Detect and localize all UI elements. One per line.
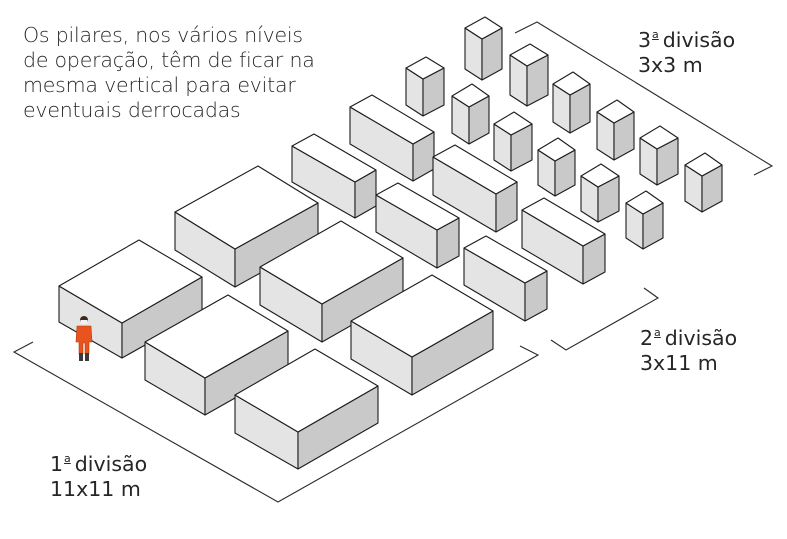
division-size: 11x11 m — [50, 477, 141, 501]
division-number: 1 — [50, 452, 64, 476]
pillar-small — [625, 190, 664, 250]
division-word: divisão — [664, 326, 738, 350]
pillar-small — [493, 111, 533, 172]
pillar-small — [405, 56, 445, 117]
division-size: 3x3 m — [638, 53, 703, 77]
pillar-small — [537, 137, 576, 197]
pillar-medium — [291, 133, 377, 219]
division-word: divisão — [74, 452, 148, 476]
pillar-large — [174, 165, 319, 288]
pillar-small — [596, 99, 635, 161]
pillar-small — [552, 71, 591, 134]
division-word: divisão — [662, 28, 736, 52]
pillar-medium — [375, 182, 460, 269]
division-number: 3 — [638, 28, 652, 52]
worker-figure-icon — [75, 316, 93, 361]
pillar-large — [58, 239, 203, 359]
pillar-small — [509, 43, 549, 107]
pillar-medium — [349, 94, 435, 182]
pillar-medium — [521, 197, 606, 285]
pillar-large — [259, 220, 404, 343]
pillar-large — [234, 348, 379, 470]
caption-text: Os pilares, nos vários níveis de operaçã… — [23, 23, 315, 123]
division-size: 3x11 m — [640, 351, 718, 375]
division-1-pillars — [58, 165, 494, 470]
pillar-large — [350, 274, 494, 396]
bracket-division-2 — [550, 287, 660, 351]
division-3-pillars — [405, 16, 723, 250]
caption-line: de operação, têm de ficar na — [23, 48, 315, 72]
caption-line: Os pilares, nos vários níveis — [23, 23, 303, 47]
pillar-small — [684, 152, 723, 213]
ordinal-mark: a — [654, 326, 661, 339]
pillar-medium — [432, 144, 518, 233]
ordinal-mark: a — [652, 28, 659, 41]
ordinal-mark: a — [64, 452, 71, 465]
caption-line: eventuais derrocadas — [23, 98, 241, 122]
division-number: 2 — [640, 326, 654, 350]
pillar-medium — [463, 235, 548, 322]
bracket-division-3 — [514, 21, 774, 176]
pillar-small — [464, 16, 503, 81]
pillar-small — [639, 125, 679, 186]
pillar-small — [580, 163, 620, 223]
division-2-pillars — [291, 94, 606, 322]
pillar-large — [144, 294, 289, 416]
caption-line: mesma vertical para evitar — [23, 73, 296, 97]
pillar-small — [451, 83, 490, 145]
bracket-division-1 — [12, 341, 540, 503]
